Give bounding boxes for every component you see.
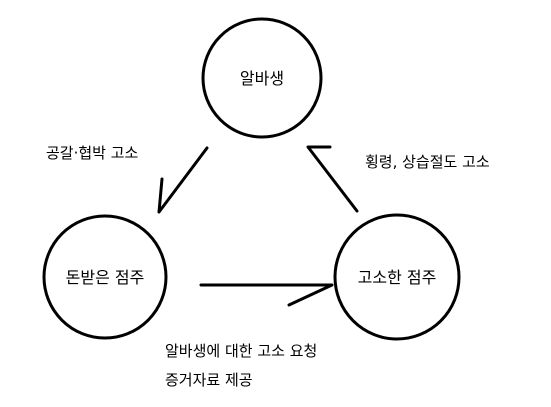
edge-embezzle-label: 횡령, 상습절도 고소 <box>365 153 490 171</box>
node-albasaeng-circle <box>201 17 323 139</box>
edge-evidence-label-line2: 증거자료 제공 <box>165 371 253 389</box>
node-paid-owner-label: 돈받은 점주 <box>66 268 145 287</box>
edge-evidence-label-line1: 알바생에 대한 고소 요청 <box>165 342 317 360</box>
node-accusing-owner-label: 고소한 점주 <box>358 268 437 287</box>
node-accusing-owner-circle <box>333 213 461 341</box>
edge-embezzle-arrow <box>306 145 359 213</box>
node-albasaeng-label: 알바생 <box>240 69 284 88</box>
edge-threat-arrow <box>157 146 209 214</box>
edge-threat-label: 공갈·협박 고소 <box>46 144 139 162</box>
edge-evidence-arrow <box>199 283 334 307</box>
node-paid-owner-circle <box>42 214 168 340</box>
